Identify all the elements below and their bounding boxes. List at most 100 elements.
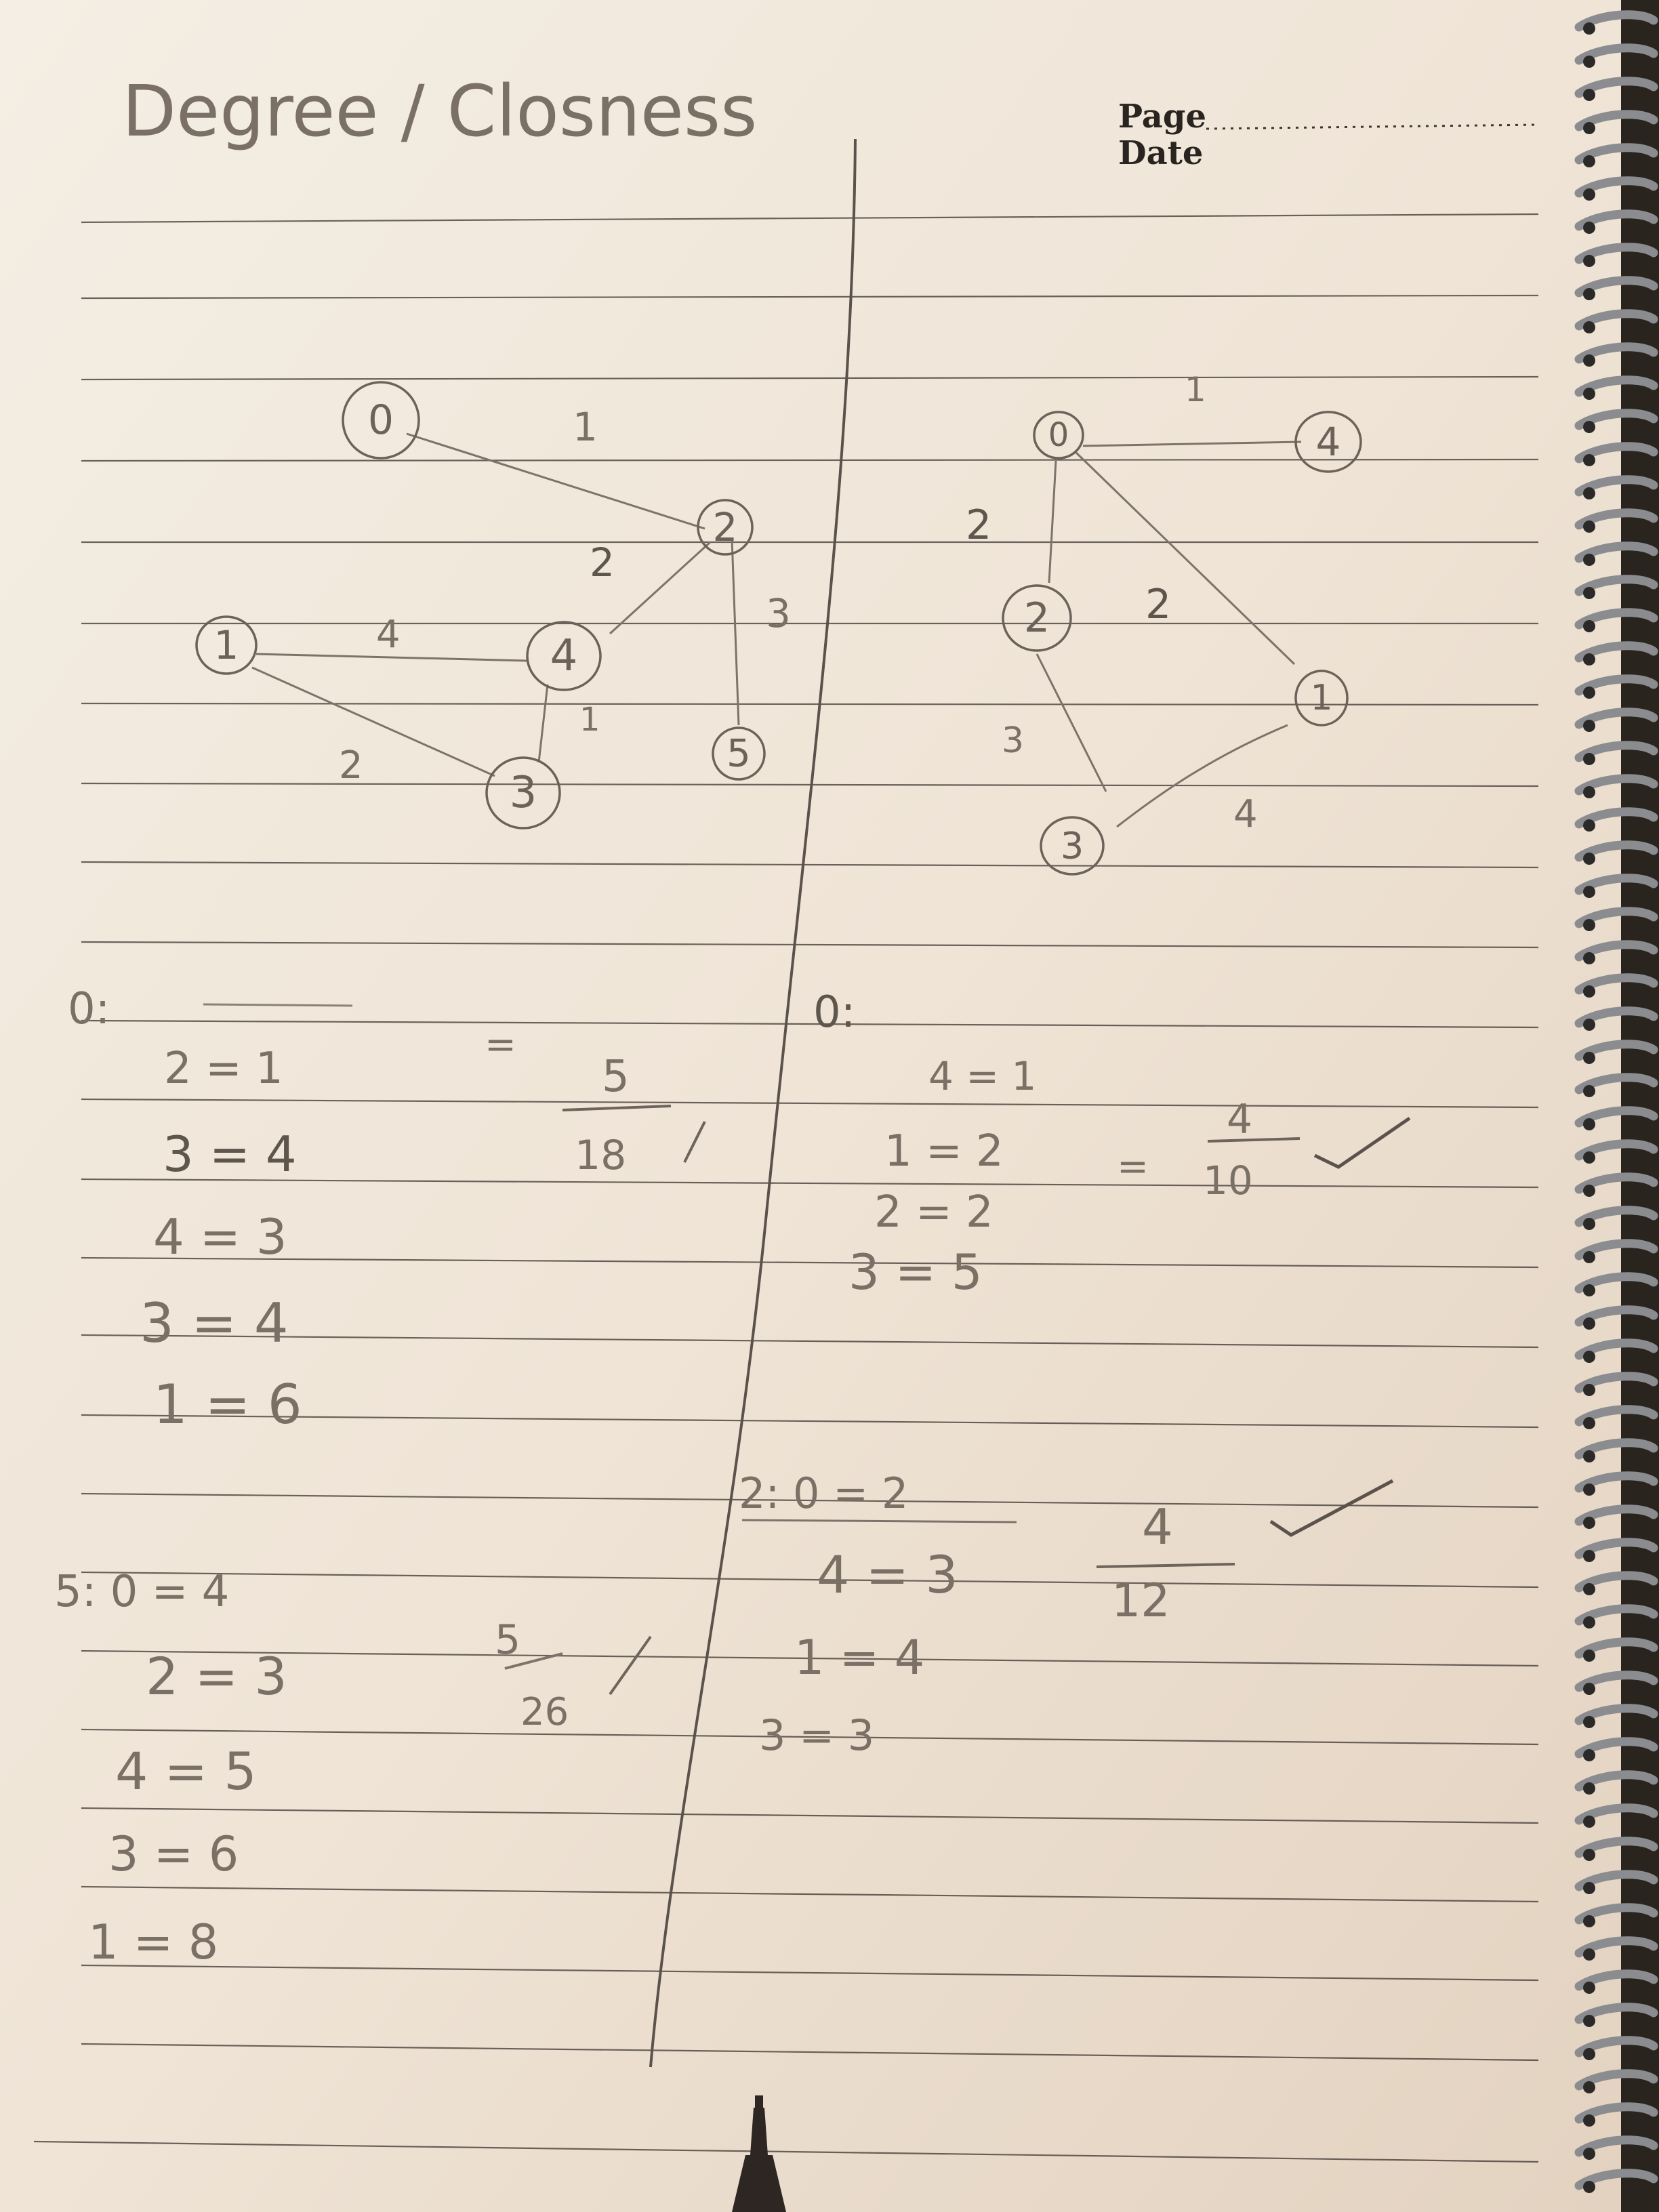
edge-r-0-2 <box>1048 460 1057 583</box>
binding-hole <box>1583 2114 1595 2127</box>
binding-hole <box>1583 1782 1595 1795</box>
left-calc-0-row-2: 3 = 4 <box>163 1126 297 1183</box>
binding-hole <box>1583 1085 1595 1097</box>
fraction-bar <box>1207 1137 1300 1143</box>
left-node-3 <box>485 756 561 830</box>
binding-hole <box>1583 1849 1595 1861</box>
binding-hole <box>1583 222 1595 234</box>
binding-hole <box>1583 1915 1595 1927</box>
binding-hole <box>1583 819 1595 832</box>
left-node-3-label: 3 <box>510 768 537 818</box>
right-calc-0-row-4: 3 = 5 <box>848 1244 983 1300</box>
binding-hole <box>1583 1650 1595 1662</box>
binding-hole <box>1583 1517 1595 1529</box>
left-node-2-label: 2 <box>713 504 738 550</box>
right-calc-node-2: 2: 0 = 2 4 = 3 1 = 4 3 = 3 4 12 <box>739 1469 1394 1760</box>
left-calc-0-row-4: 3 = 4 <box>140 1292 289 1355</box>
edge-r-2-3 <box>1036 653 1107 792</box>
right-node-1-label: 1 <box>1310 678 1332 718</box>
binding-hole <box>1583 1019 1595 1031</box>
right-node-1 <box>1294 670 1349 726</box>
right-calc-2-row-2: 1 = 4 <box>794 1630 924 1685</box>
left-calc-node-5: 5: 0 = 4 2 = 3 4 = 5 3 = 6 1 = 8 5 26 <box>54 1567 652 1970</box>
edge-1-3 <box>251 666 495 777</box>
right-node-4 <box>1294 411 1362 473</box>
binding-hole <box>1583 620 1595 632</box>
page-dotted-line <box>1206 123 1539 130</box>
right-calc-0-denominator: 10 <box>1203 1158 1253 1204</box>
left-node-5 <box>712 726 766 781</box>
underline-mark <box>741 1519 1017 1523</box>
left-node-5-label: 5 <box>726 732 751 776</box>
binding-hole <box>1583 388 1595 400</box>
right-graph: 0 4 2 1 3 1 2 2 3 4 <box>966 370 1362 876</box>
right-weight-0-2: 2 <box>966 501 991 549</box>
binding-hole <box>1583 1118 1595 1130</box>
binding-hole <box>1583 1616 1595 1629</box>
right-weight-0-1: 2 <box>1145 581 1171 628</box>
fraction-bar <box>1096 1563 1235 1568</box>
edge-2-4 <box>609 541 712 635</box>
binding-hole <box>1583 985 1595 998</box>
binding-hole <box>1583 786 1595 798</box>
binding-hole <box>1583 56 1595 68</box>
right-node-4-label: 4 <box>1316 419 1341 465</box>
binding-hole <box>1583 1550 1595 1562</box>
left-weight-2-5: 3 <box>766 590 791 636</box>
binding-hole <box>1583 1948 1595 1961</box>
binding-hole <box>1583 1982 1595 1994</box>
right-calc-0-row-3: 2 = 2 <box>874 1187 994 1237</box>
left-calc-0-row-3: 4 = 3 <box>153 1208 287 1265</box>
edge-2-5 <box>731 538 740 726</box>
fraction-bar <box>562 1105 672 1111</box>
binding-hole <box>1583 255 1595 267</box>
binding-hole <box>1583 487 1595 499</box>
left-node-4-label: 4 <box>550 631 578 681</box>
binding-hole <box>1583 720 1595 732</box>
binding-hole <box>1583 1583 1595 1595</box>
right-calc-2-numerator: 4 <box>1142 1498 1173 1555</box>
binding-hole <box>1583 1483 1595 1496</box>
binding-hole <box>1583 886 1595 898</box>
binding-hole <box>1583 1251 1595 1263</box>
spiral-binding <box>1574 0 1659 2212</box>
binding-hole <box>1583 1317 1595 1330</box>
binding-hole <box>1583 753 1595 765</box>
right-calc-2-denominator: 12 <box>1111 1574 1170 1628</box>
right-weight-0-4: 1 <box>1185 370 1206 409</box>
check-mark-icon <box>1269 1479 1394 1537</box>
binding-hole <box>1583 22 1595 35</box>
left-calc-5-row-3: 3 = 6 <box>108 1826 239 1882</box>
left-node-0-label: 0 <box>368 396 394 444</box>
binding-hole <box>1583 1384 1595 1396</box>
fraction-bar <box>504 1652 563 1670</box>
left-calc-0-row-1: 2 = 1 <box>164 1044 283 1094</box>
right-weight-2-3: 3 <box>1002 720 1024 761</box>
right-calc-0-head: 0: <box>813 987 855 1038</box>
left-node-1 <box>195 615 258 675</box>
binding-hole <box>1583 1185 1595 1197</box>
binding-hole <box>1583 188 1595 201</box>
binding-hole <box>1583 454 1595 466</box>
left-node-2 <box>697 499 754 556</box>
right-node-3 <box>1040 816 1105 876</box>
check-mark-icon <box>1313 1116 1411 1169</box>
binding-hole <box>1583 1450 1595 1462</box>
right-node-0-label: 0 <box>1048 416 1069 454</box>
right-node-0 <box>1033 411 1084 459</box>
binding-hole <box>1583 520 1595 533</box>
right-node-2 <box>1002 584 1072 652</box>
right-calc-0-equals: = <box>1117 1145 1149 1189</box>
left-weight-4-3: 1 <box>579 701 600 739</box>
right-calc-0-row-2: 1 = 2 <box>884 1126 1004 1176</box>
left-weight-1-3: 2 <box>339 743 363 787</box>
center-divider-line <box>649 138 857 2068</box>
binding-hole <box>1583 587 1595 599</box>
right-weight-1-3: 4 <box>1233 792 1258 836</box>
binding-hole <box>1583 1351 1595 1363</box>
left-calc-node-0: 0: 2 = 1 3 = 4 4 = 3 3 = 4 1 = 6 = 5 18 <box>68 984 706 1436</box>
check-mark-icon <box>683 1121 706 1163</box>
binding-hole <box>1583 1882 1595 1894</box>
